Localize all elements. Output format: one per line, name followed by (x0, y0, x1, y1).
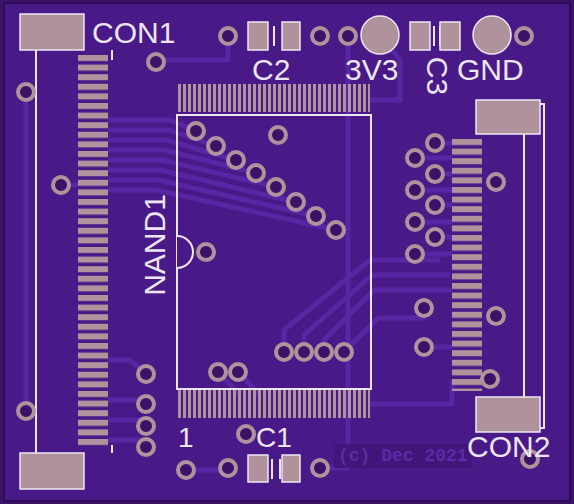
note-ground (334, 444, 472, 468)
via (288, 194, 304, 210)
net-name: 3V3 (345, 55, 398, 85)
via (138, 439, 154, 455)
via (407, 214, 423, 230)
via (407, 246, 423, 262)
via (312, 460, 328, 476)
via (427, 197, 443, 213)
via (138, 418, 154, 434)
via (488, 308, 504, 324)
via (407, 182, 423, 198)
via (416, 339, 432, 355)
part-name: CON1 (92, 18, 175, 48)
via (238, 426, 254, 442)
part-name: CON2 (467, 432, 550, 462)
via (220, 460, 236, 476)
via (427, 229, 443, 245)
via (138, 396, 154, 412)
via (296, 344, 312, 360)
via (482, 371, 498, 387)
con1-pins (78, 55, 108, 447)
nand-bottom-pins (178, 390, 370, 418)
via (210, 364, 226, 380)
board-outline (4, 3, 570, 501)
via (220, 28, 236, 44)
via (228, 152, 244, 168)
nand-top-pins (178, 84, 370, 112)
via (148, 54, 164, 70)
via (407, 150, 423, 166)
via (312, 28, 328, 44)
via (516, 28, 532, 44)
via (208, 138, 224, 154)
copyright-note: (c) Dec 2021 (338, 447, 468, 465)
via (328, 222, 344, 238)
via (178, 462, 194, 478)
via (336, 344, 352, 360)
via (53, 177, 69, 193)
via (138, 366, 154, 382)
via (427, 166, 443, 182)
via (270, 127, 286, 143)
via (18, 403, 34, 419)
part-name: C1 (256, 424, 292, 452)
via (488, 174, 504, 190)
via (198, 244, 214, 260)
part-name: NAND1 (140, 194, 170, 296)
part-name: C2 (252, 55, 290, 85)
chip-outline (177, 115, 371, 389)
via (248, 165, 264, 181)
con2-pins (452, 139, 482, 391)
pads (20, 14, 540, 489)
via (416, 300, 432, 316)
silkscreen (36, 26, 544, 479)
via (18, 84, 34, 100)
via (316, 344, 332, 360)
via (308, 208, 324, 224)
pin-number: 1 (178, 424, 194, 452)
net-name: GND (457, 55, 524, 85)
via (268, 179, 284, 195)
via (230, 364, 246, 380)
via (276, 344, 292, 360)
vias (18, 28, 538, 478)
via (427, 135, 443, 151)
part-name: C3 (422, 57, 452, 95)
via (188, 123, 204, 139)
via (340, 28, 356, 44)
copper-traces (26, 35, 452, 470)
